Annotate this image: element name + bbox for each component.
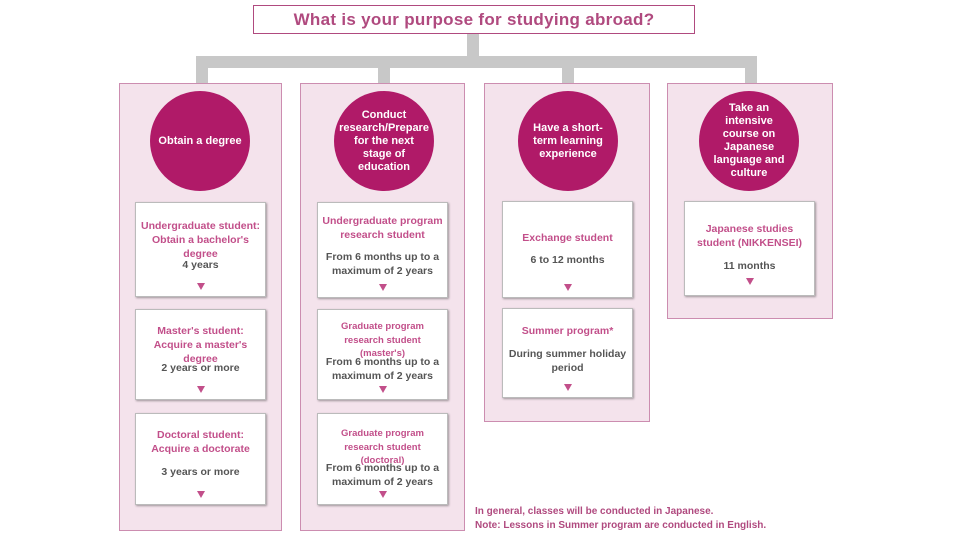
arrow-down-icon [196, 283, 205, 290]
card-graduate-research-doctoral: Graduate program research student (docto… [317, 413, 448, 505]
card-duration: From 6 months up to a maximum of 2 years [325, 462, 440, 488]
card-graduate-research-masters: Graduate program research student (maste… [317, 309, 448, 400]
arrow-down-icon [745, 278, 754, 285]
card-duration: 4 years [182, 259, 219, 271]
card-doctoral-student: Doctoral student: Acquire a doctorate 3 … [135, 413, 266, 505]
card-exchange-student: Exchange student 6 to 12 months [502, 201, 633, 298]
note-language: In general, classes will be conducted in… [475, 506, 714, 517]
card-title: Undergraduate student: Obtain a bachelor… [140, 220, 260, 260]
card-title: Master's student: Acquire a master's deg… [153, 325, 248, 365]
card-summer-program: Summer program* During summer holiday pe… [502, 308, 633, 398]
purpose-circle-intensive: Take an intensive course on Japanese lan… [699, 91, 799, 191]
arrow-down-icon [563, 284, 572, 291]
card-title: Graduate program research student (docto… [341, 428, 424, 466]
card-japanese-studies-student: Japanese studies student (NIKKENSEI) 11 … [684, 201, 815, 296]
connector-drop-3 [562, 56, 574, 84]
arrow-down-icon [378, 386, 387, 393]
connector-drop-4 [745, 56, 757, 84]
arrow-down-icon [563, 384, 572, 391]
card-duration: 6 to 12 months [530, 254, 605, 266]
card-title: Doctoral student: Acquire a doctorate [151, 429, 250, 455]
connector-trunk [467, 34, 479, 56]
arrow-down-icon [378, 284, 387, 291]
arrow-down-icon [196, 491, 205, 498]
card-title: Undergraduate program research student [322, 215, 443, 241]
card-title: Japanese studies student (NIKKENSEI) [697, 223, 802, 249]
purpose-circle-research: Conduct research/Prepare for the next st… [334, 91, 434, 191]
connector-drop-1 [196, 56, 208, 84]
card-title: Graduate program research student (maste… [341, 321, 424, 359]
note-summer-program: Note: Lessons in Summer program are cond… [475, 520, 767, 531]
card-duration: During summer holiday period [508, 348, 627, 374]
card-masters-student: Master's student: Acquire a master's deg… [135, 309, 266, 400]
card-title: Exchange student [522, 232, 613, 244]
card-duration: From 6 months up to a maximum of 2 years [325, 251, 440, 277]
card-title: Summer program* [521, 325, 614, 337]
purpose-circle-degree: Obtain a degree [150, 91, 250, 191]
card-undergraduate-student: Undergraduate student: Obtain a bachelor… [135, 202, 266, 297]
purpose-circle-short-term: Have a short-term learning experience [518, 91, 618, 191]
arrow-down-icon [378, 491, 387, 498]
card-duration: 11 months [723, 260, 776, 272]
page-title: What is your purpose for studying abroad… [253, 5, 695, 34]
arrow-down-icon [196, 386, 205, 393]
connector-drop-2 [378, 56, 390, 84]
card-undergraduate-research-student: Undergraduate program research student F… [317, 202, 448, 298]
card-duration: 2 years or more [161, 362, 240, 374]
connector-bar [196, 56, 757, 68]
card-duration: From 6 months up to a maximum of 2 years [325, 356, 440, 382]
card-duration: 3 years or more [161, 466, 240, 478]
